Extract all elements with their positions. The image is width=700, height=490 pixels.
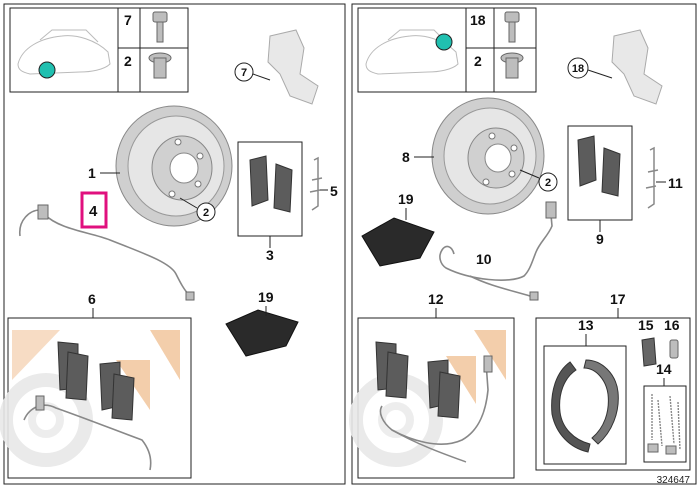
right-small-parts-grid: 18 2 (465, 7, 537, 93)
reference-number: 324647 (656, 475, 690, 486)
left-screw-number: 2 (124, 53, 132, 69)
screw-icon[interactable] (500, 52, 524, 79)
left-pad-set-number: 3 (266, 247, 274, 263)
right-panel-frame (351, 3, 697, 485)
right-kit-rear-number: 17 (610, 291, 626, 307)
parking-shoes-number: 13 (578, 317, 594, 333)
left-kit-number: 6 (88, 291, 96, 307)
car-outline-icon (17, 35, 111, 75)
adjuster-pin-number: 16 (664, 317, 680, 333)
right-disc-number: 8 (402, 149, 410, 165)
left-disc-number: 1 (88, 165, 96, 181)
left-sensor-number: 4 (89, 203, 98, 220)
right-brake-disc[interactable]: 8 2 (402, 97, 558, 215)
left-location-dot (38, 61, 56, 79)
adjuster-pin[interactable]: 16 (664, 317, 680, 359)
right-repair-kit-front[interactable]: 12 (349, 291, 515, 479)
left-wear-sensor[interactable]: 4 (19, 191, 195, 301)
right-wear-sensor[interactable]: 10 (439, 201, 557, 301)
right-grease-number: 19 (398, 191, 414, 207)
left-kit-watermark (0, 330, 180, 467)
left-grease-number: 19 (258, 289, 274, 305)
left-bracket-number: 7 (241, 67, 247, 79)
car-outline-icon (365, 35, 459, 75)
bolt-icon[interactable] (504, 11, 520, 43)
right-screw-number: 2 (474, 53, 482, 69)
left-pad-set[interactable]: 3 (237, 141, 303, 263)
right-kit-front-number: 12 (428, 291, 444, 307)
left-spring-clip[interactable]: 5 (309, 156, 338, 211)
left-clip-number: 5 (330, 183, 338, 199)
highlight-box (80, 191, 108, 229)
left-panel-frame (3, 3, 346, 485)
left-caliper-bracket[interactable]: 7 (234, 29, 319, 105)
right-grease[interactable]: 19 (361, 191, 435, 267)
adjuster[interactable]: 15 (638, 317, 657, 367)
parking-shoes[interactable]: 13 (543, 317, 627, 465)
left-car-thumbnail[interactable] (9, 7, 119, 93)
left-bolt-number: 7 (124, 12, 132, 28)
right-sensor-number: 10 (476, 251, 492, 267)
right-pad-set[interactable]: 9 (567, 125, 633, 247)
spring-kit[interactable]: 14 (643, 361, 687, 463)
right-disc-screw-number: 2 (545, 177, 551, 189)
left-repair-kit[interactable]: 6 (0, 291, 192, 479)
left-grease[interactable]: 19 (225, 289, 299, 357)
right-pad-set-number: 9 (596, 231, 604, 247)
screw-icon[interactable] (148, 52, 172, 79)
right-repair-kit-rear[interactable]: 17 13 15 16 14 (535, 291, 691, 471)
right-bracket-number: 18 (572, 63, 584, 75)
bolt-icon[interactable] (152, 11, 168, 43)
left-brake-disc[interactable]: 1 2 (88, 105, 233, 227)
right-caliper-bracket[interactable]: 18 (567, 29, 663, 105)
right-spring-clip[interactable]: 11 (645, 146, 683, 209)
left-small-parts-grid: 7 2 (117, 7, 189, 93)
adjuster-number: 15 (638, 317, 654, 333)
left-disc-screw-number: 2 (203, 207, 209, 219)
right-clip-number: 11 (668, 175, 683, 191)
right-bolt-number: 18 (470, 12, 486, 28)
right-car-thumbnail[interactable] (357, 7, 467, 93)
right-panel: 18 2 18 8 (349, 3, 697, 485)
left-panel: 7 2 7 1 (0, 3, 346, 485)
spring-kit-number: 14 (656, 361, 672, 377)
right-location-dot (435, 33, 453, 51)
